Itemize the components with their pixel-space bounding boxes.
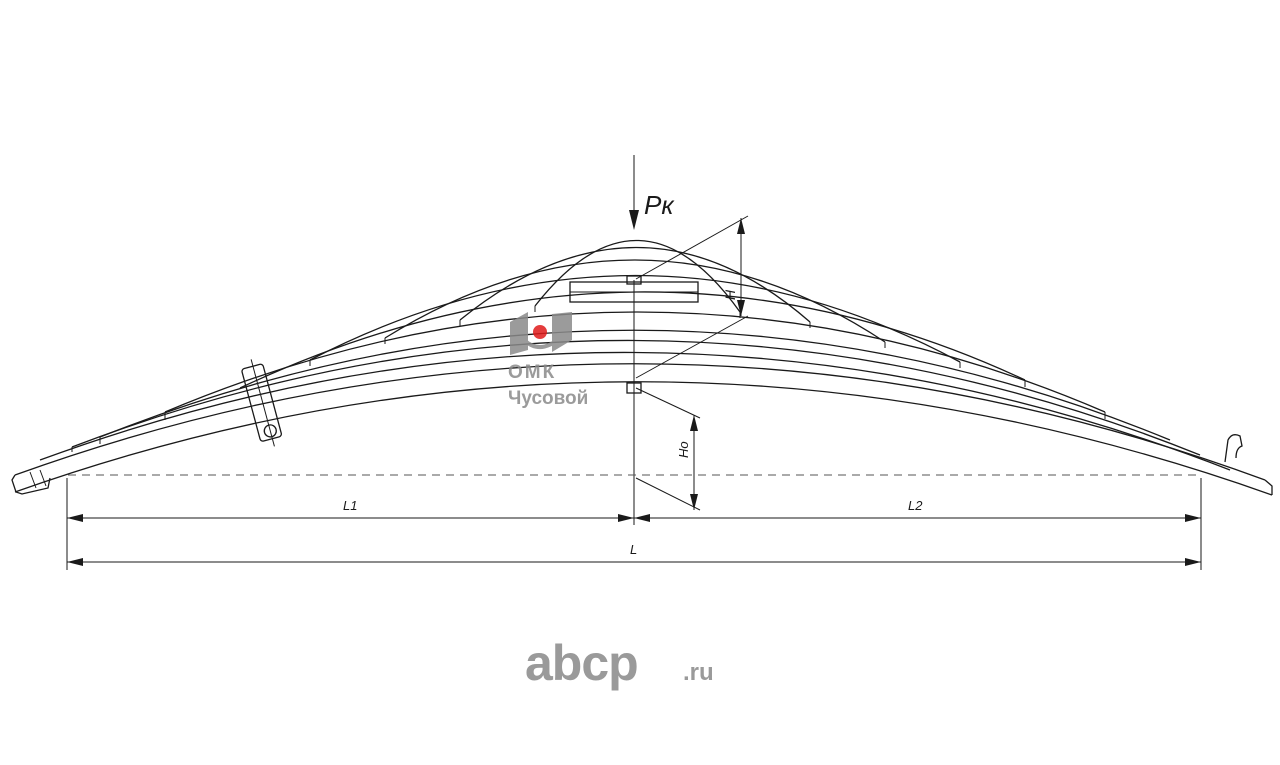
main-leaf-bottom: [14, 381, 1273, 496]
ho-arrow-bottom: [690, 494, 698, 510]
leaf-5: [164, 311, 1106, 413]
leaf-3: [71, 339, 1201, 456]
rebound-clip: [241, 359, 282, 447]
l1-label: L1: [343, 498, 357, 513]
ho-label: Ho: [676, 441, 691, 458]
left-eye-end: [11, 474, 51, 495]
l2-arrow-left: [634, 514, 650, 522]
clip-body: [241, 363, 282, 442]
force-arrow: [629, 155, 639, 230]
l-arrow-left: [67, 558, 83, 566]
abcp-logo-name: abcp: [525, 635, 638, 691]
l2-arrow-right: [1185, 514, 1201, 522]
ho-extension-top: [635, 387, 701, 419]
h-arrow-top: [737, 218, 745, 234]
right-hook-end: [1224, 434, 1243, 463]
l1-arrow-right: [618, 514, 634, 522]
force-arrow-head: [629, 210, 639, 230]
leaf-10: [534, 239, 741, 313]
left-eye-detail: [29, 471, 37, 489]
right-leaf-tip: [1264, 479, 1273, 495]
spring-leaves: [11, 239, 1273, 496]
main-leaf-top: [14, 363, 1266, 481]
omk-brand-text: ОМК: [508, 362, 556, 383]
dimension-l: [67, 558, 1201, 566]
h-extension-top: [635, 215, 749, 280]
abcp-logo: abcp .ru: [525, 635, 714, 691]
h-extension-bottom: [635, 315, 749, 379]
leaf-9: [459, 246, 811, 323]
omk-city-text: Чусовой: [508, 388, 588, 409]
l-arrow-right: [1185, 558, 1201, 566]
h-arrow-bottom: [737, 300, 745, 316]
leaf-8: [384, 259, 886, 343]
leaf-2: [39, 351, 1231, 471]
omk-logo-icon: [510, 312, 572, 355]
omk-red-dot: [533, 325, 547, 339]
l2-label: L2: [908, 498, 923, 513]
dimension-h: [635, 215, 749, 379]
left-eye-detail-2: [39, 469, 47, 487]
h-label: H: [722, 289, 738, 300]
dimension-l1-l2: [67, 514, 1201, 522]
force-label: Pк: [644, 190, 675, 220]
leaf-4: [99, 329, 1171, 441]
l1-arrow-left: [67, 514, 83, 522]
dimension-ho: [635, 387, 701, 511]
abcp-logo-tld: .ru: [683, 659, 714, 686]
omk-watermark: ОМК Чусовой: [508, 312, 588, 409]
clip-axis: [250, 359, 275, 447]
ho-arrow-top: [690, 415, 698, 431]
l-label: L: [630, 542, 637, 557]
ho-extension-bottom: [635, 477, 701, 511]
